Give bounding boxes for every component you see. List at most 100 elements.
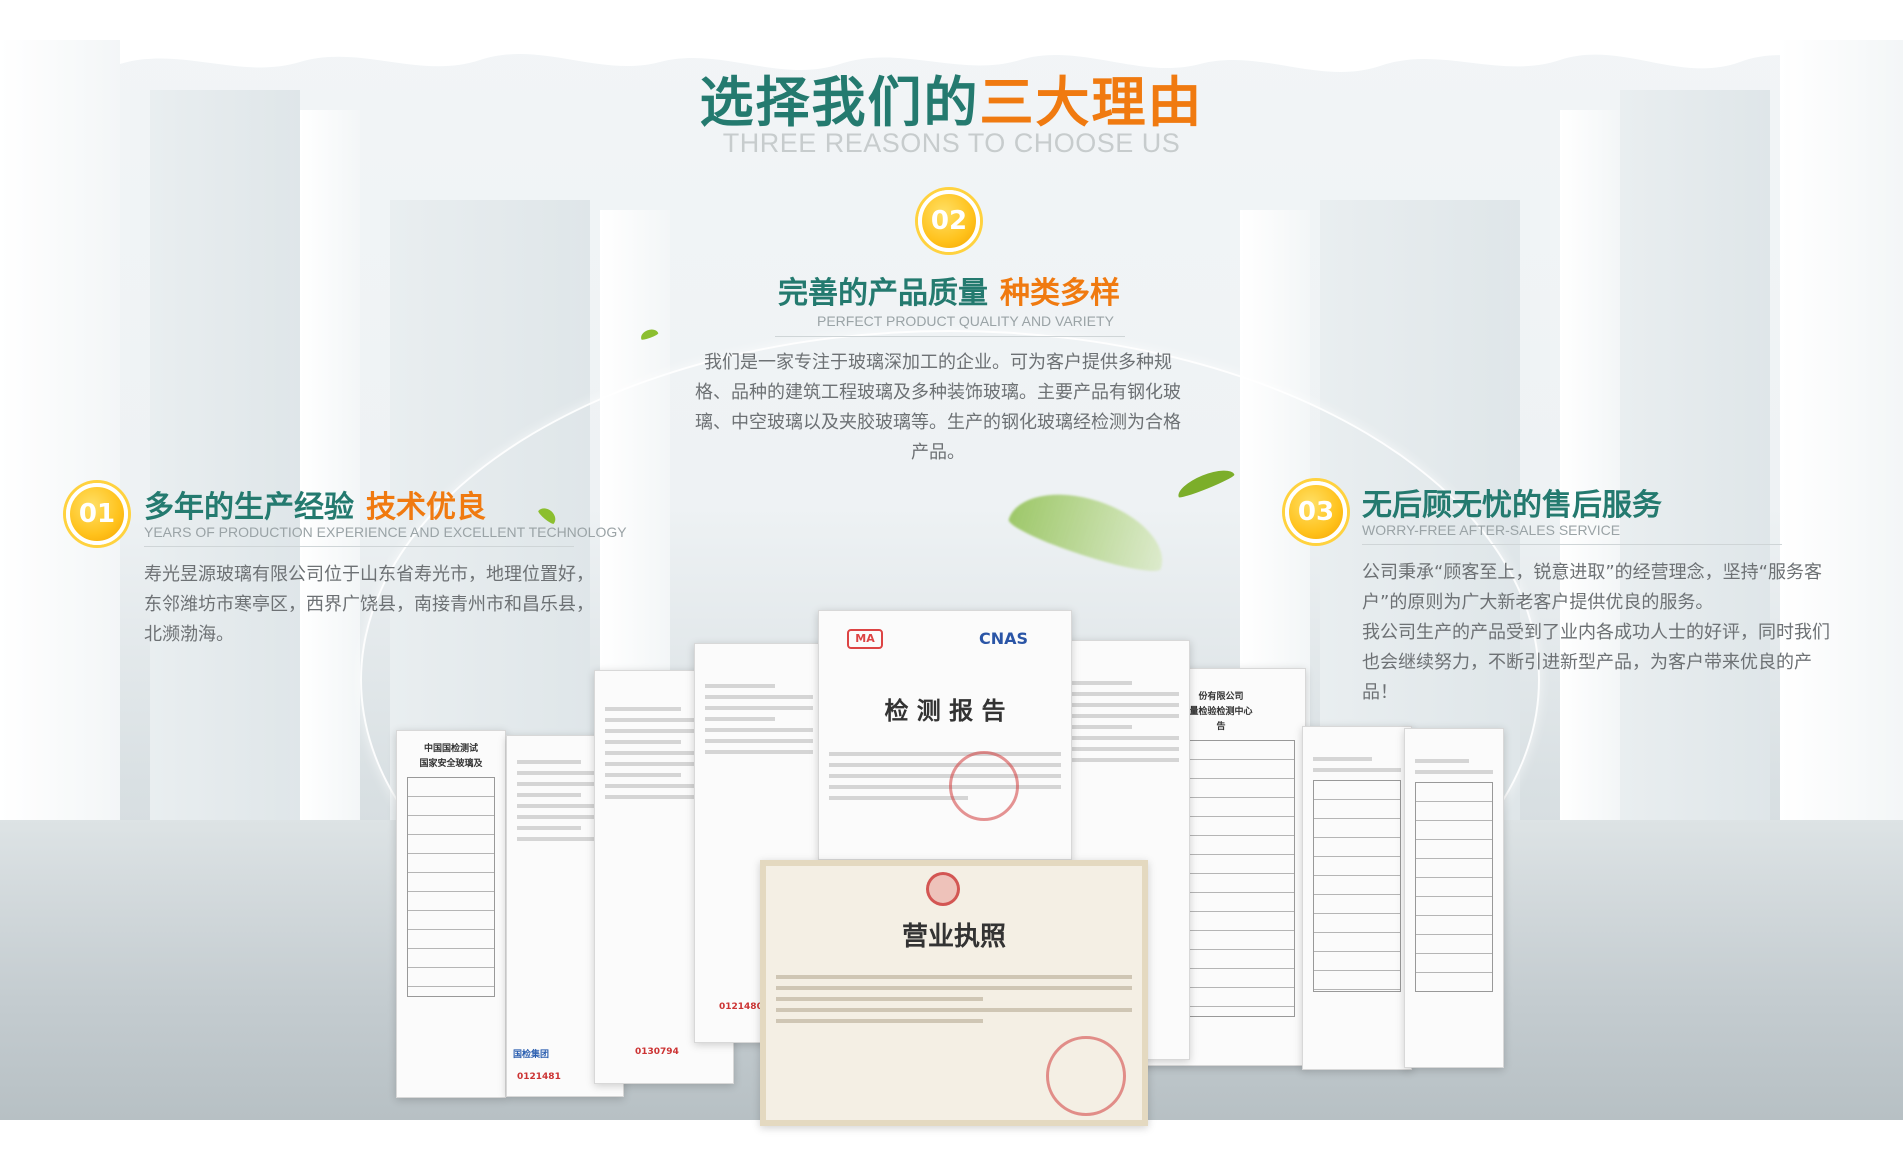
doc-line [1415, 759, 1469, 763]
doc-line [517, 782, 613, 786]
wall-panel [150, 90, 300, 870]
title-accent: 三大理由 [979, 71, 1204, 134]
reason-03-text-1: 公司秉承“顾客至上，锐意进取”的经营理念，坚持“服务客户”的原则为广大新老客户提… [1362, 562, 1822, 613]
doc-line [829, 763, 1061, 767]
doc-line [705, 684, 776, 688]
badge-03: 03 [1285, 481, 1347, 543]
wall-panel [300, 110, 360, 850]
doc-line [605, 795, 723, 799]
test-report-document [1404, 728, 1504, 1068]
doc-line [517, 793, 581, 797]
doc-line [776, 1019, 983, 1023]
doc-line [829, 785, 1061, 789]
doc-line [1051, 725, 1133, 729]
reason-01-title-main: 多年的生产经验 [144, 490, 354, 525]
doc-line [605, 773, 681, 777]
reason-01-divider [144, 546, 574, 547]
reason-02-title-main: 完善的产品质量 [778, 276, 988, 311]
doc-serial: 0121481 [517, 1072, 561, 1082]
report-title: 检 测 报 告 [884, 697, 1006, 725]
doc-line [829, 796, 968, 800]
cnas-logo: CNAS [979, 629, 1029, 648]
doc-line [605, 762, 723, 766]
doc-line [705, 739, 813, 743]
badge-01: 01 [66, 483, 128, 545]
title-main: 选择我们的 [699, 71, 980, 134]
red-stamp [1046, 1036, 1126, 1116]
doc-line [776, 986, 1132, 990]
doc-line [1051, 692, 1179, 696]
doc-line [517, 804, 613, 808]
doc-line [605, 707, 681, 711]
doc-line [705, 695, 813, 699]
top-wave-decoration [0, 0, 1903, 72]
reason-03-divider [1362, 544, 1782, 545]
certificate-document: 中国国检测试 国家安全玻璃及 [396, 730, 506, 1098]
reason-02-title-accent: 种类多样 [1000, 276, 1120, 311]
badge-02: 02 [918, 190, 980, 252]
doc-line [705, 706, 813, 710]
doc-line [705, 750, 813, 754]
reason-02-subtitle: PERFECT PRODUCT QUALITY AND VARIETY [817, 313, 1114, 329]
doc-line [517, 837, 613, 841]
doc-line [1313, 757, 1373, 761]
doc-header: 份有限公司 [1198, 692, 1244, 702]
reason-02-text: 我们是一家专注于玻璃深加工的企业。可为客户提供多种规格、品种的建筑工程玻璃及多种… [695, 352, 1181, 463]
doc-line [517, 760, 581, 764]
reason-01-text: 寿光昱源玻璃有限公司位于山东省寿光市，地理位置好，东邻潍坊市寒亭区，西界广饶县，… [144, 564, 594, 645]
national-emblem [926, 872, 960, 906]
doc-line [1051, 747, 1179, 751]
doc-serial: 0130794 [635, 1047, 679, 1057]
reason-03-text-2: 我公司生产的产品受到了业内各成功人士的好评，同时我们也会继续努力，不断引进新型产… [1362, 622, 1830, 703]
doc-line [1051, 703, 1179, 707]
doc-line [1051, 681, 1133, 685]
doc-line [517, 826, 581, 830]
doc-line [605, 729, 723, 733]
doc-header: 告 [1216, 722, 1226, 732]
business-license: 营业执照 [760, 860, 1148, 1126]
doc-line [517, 815, 613, 819]
doc-table [1415, 782, 1493, 992]
wall-panel [0, 40, 120, 900]
wall-panel [1620, 90, 1770, 870]
page-subtitle: THREE REASONS TO CHOOSE US [722, 128, 1181, 158]
doc-line [776, 997, 983, 1001]
doc-line [705, 728, 813, 732]
reason-02-divider [775, 336, 1125, 337]
wall-panel [1780, 40, 1903, 900]
doc-line [1051, 758, 1179, 762]
doc-header: 国家安全玻璃及 [419, 759, 483, 769]
test-report-document [1302, 726, 1412, 1070]
doc-line [1051, 736, 1179, 740]
doc-line [605, 740, 681, 744]
page-title: 选择我们的三大理由 [0, 58, 1903, 137]
reason-03-title: 无后顾无忧的售后服务 [1362, 480, 1662, 524]
reason-01-title-accent: 技术优良 [366, 490, 486, 525]
reason-01-title: 多年的生产经验技术优良 [144, 482, 486, 526]
doc-line [829, 774, 1061, 778]
doc-serial: 0121480 [719, 1002, 763, 1012]
doc-line [705, 717, 776, 721]
reason-01-subtitle: YEARS OF PRODUCTION EXPERIENCE AND EXCEL… [144, 524, 627, 540]
doc-header: 中国国检测试 [423, 744, 478, 754]
doc-line [605, 718, 723, 722]
doc-line [1313, 768, 1401, 772]
red-stamp [949, 751, 1019, 821]
doc-line [1415, 770, 1493, 774]
doc-line [776, 975, 1132, 979]
test-report-front: MA CNAS 检 测 报 告 [818, 610, 1072, 860]
doc-line [605, 751, 723, 755]
doc-line [776, 1008, 1132, 1012]
cma-logo: MA [847, 629, 883, 649]
doc-header: 量检验检测中心 [1189, 707, 1253, 717]
doc-table [1313, 780, 1401, 993]
doc-line [829, 752, 1061, 756]
doc-line [517, 771, 613, 775]
license-title: 营业执照 [901, 922, 1006, 952]
doc-table [407, 777, 495, 997]
reason-02-title: 完善的产品质量种类多样 [778, 268, 1120, 312]
doc-line [1051, 714, 1179, 718]
brand-mark: 国检集团 [513, 1050, 550, 1060]
doc-line [605, 784, 723, 788]
reason-03-subtitle: WORRY-FREE AFTER-SALES SERVICE [1362, 522, 1621, 538]
